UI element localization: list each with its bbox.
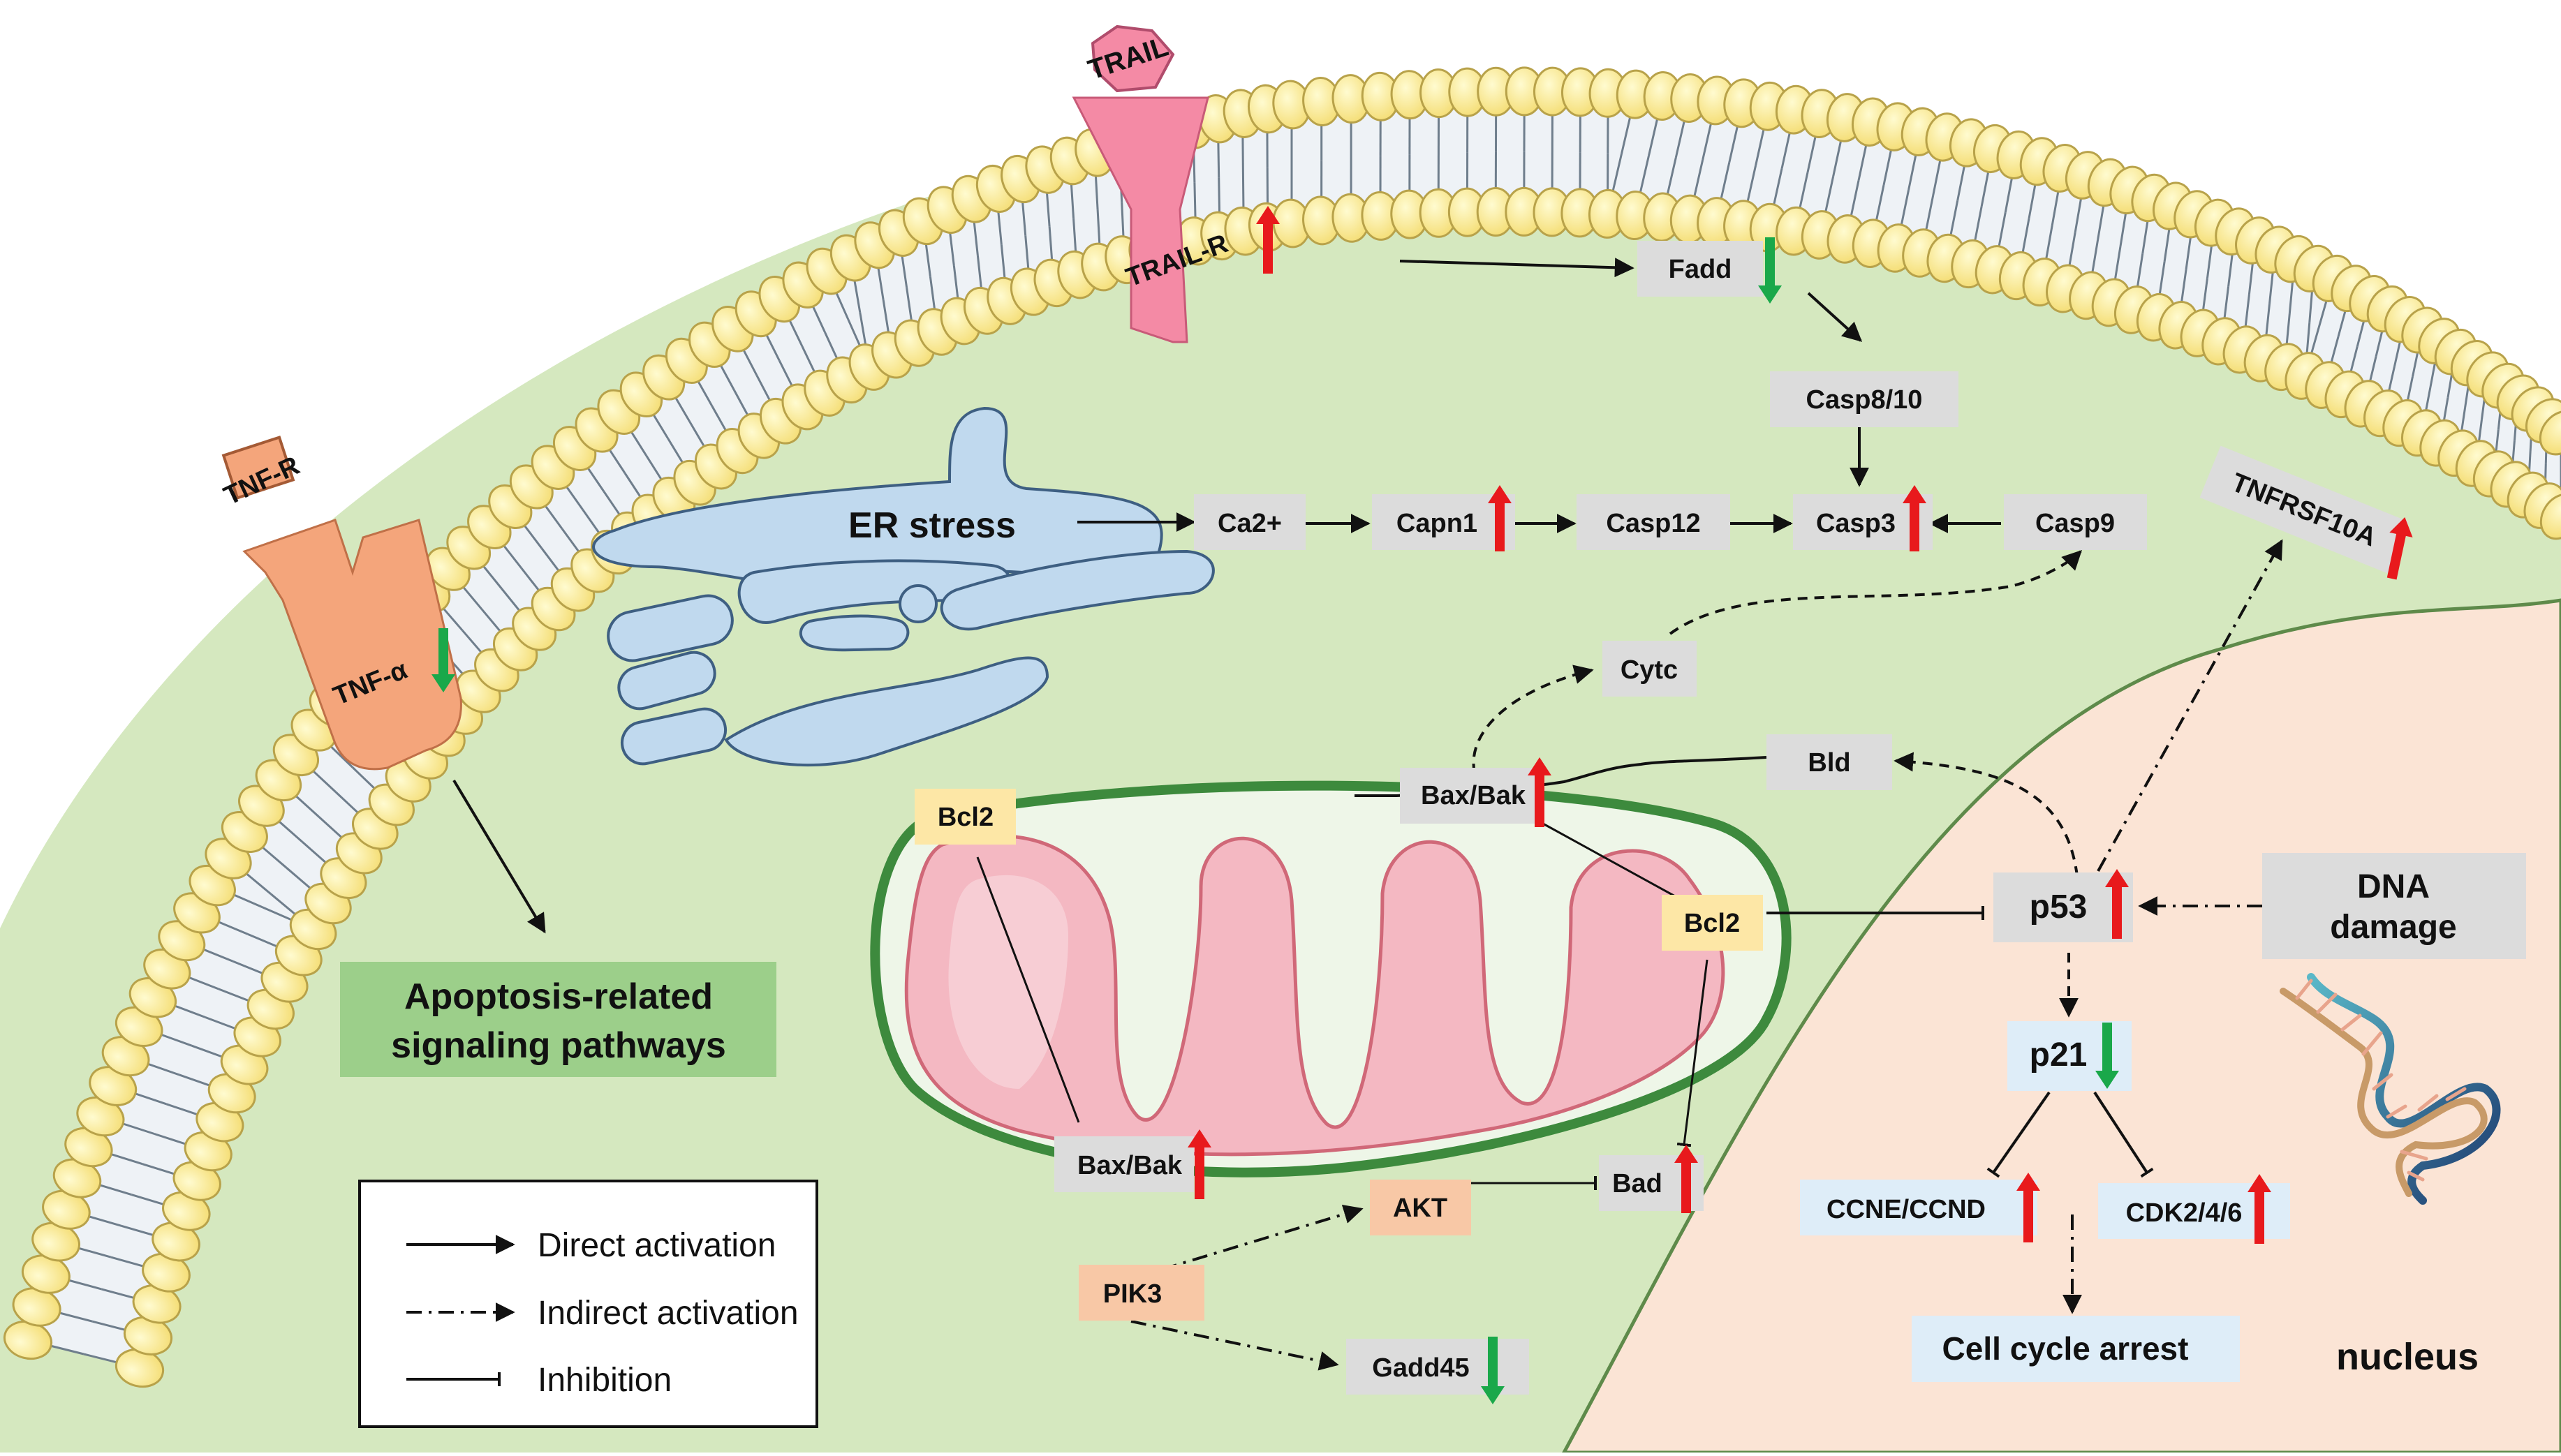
- node-bcl2-left-label: Bcl2: [938, 803, 994, 832]
- node-akt-label: AKT: [1393, 1194, 1447, 1223]
- apoptosis-label-line2: signaling pathways: [391, 1025, 726, 1066]
- er-stress-label: ER stress: [848, 505, 1016, 546]
- node-casp8-10-label: Casp8/10: [1806, 385, 1923, 415]
- node-bad-label: Bad: [1612, 1169, 1662, 1198]
- node-akt: AKT: [1370, 1180, 1471, 1235]
- node-cytc-label: Cytc: [1621, 655, 1678, 685]
- node-p21-label: p21: [2030, 1037, 2088, 1074]
- node-casp12-label: Casp12: [1606, 509, 1700, 538]
- node-bax-bak-bottom: Bax/Bak: [1054, 1136, 1194, 1192]
- node-casp9: Casp9: [2004, 494, 2147, 550]
- node-bax-bak-top: Bax/Bak: [1400, 768, 1536, 824]
- legend-direct-label: Direct activation: [538, 1227, 776, 1264]
- legend: Direct activation Indirect activation In…: [360, 1181, 817, 1427]
- node-casp9-label: Casp9: [2035, 509, 2115, 538]
- node-ca2-label: Ca2+: [1218, 509, 1282, 538]
- node-cdk-label: CDK2/4/6: [2126, 1198, 2243, 1228]
- node-fadd-label: Fadd: [1669, 255, 1732, 284]
- node-bcl2-right-label: Bcl2: [1684, 909, 1740, 938]
- node-bcl2-left: Bcl2: [915, 789, 1016, 845]
- node-ccne-ccnd: CCNE/CCND: [1800, 1180, 2037, 1235]
- node-casp8-10: Casp8/10: [1770, 371, 1958, 427]
- node-pik3: PIK3: [1079, 1265, 1204, 1321]
- legend-indirect-label: Indirect activation: [538, 1295, 799, 1332]
- dna-damage-label-line2: damage: [2330, 909, 2456, 946]
- node-ccne-ccnd-label: CCNE/CCND: [1826, 1195, 1986, 1224]
- legend-inhibition-label: Inhibition: [538, 1362, 672, 1399]
- node-casp12: Casp12: [1577, 494, 1730, 550]
- node-gadd45-label: Gadd45: [1372, 1353, 1469, 1383]
- apoptosis-label-line1: Apoptosis-related: [404, 976, 713, 1017]
- dna-damage-label-line1: DNA: [2357, 868, 2430, 905]
- node-bid-label: Bld: [1808, 748, 1850, 778]
- node-casp3-label: Casp3: [1816, 509, 1896, 538]
- node-dna-damage: DNA damage: [2262, 853, 2526, 959]
- node-bax-bak-bottom-label: Bax/Bak: [1077, 1151, 1183, 1180]
- node-cell-cycle-arrest: Cell cycle arrest: [1912, 1316, 2240, 1382]
- nucleus-label: nucleus: [2336, 1336, 2479, 1378]
- node-p21: p21: [2007, 1021, 2132, 1091]
- apoptosis-box: Apoptosis-related signaling pathways: [340, 962, 776, 1077]
- node-capn1-label: Capn1: [1396, 509, 1477, 538]
- node-pik3-label: PIK3: [1103, 1279, 1162, 1309]
- node-cytc: Cytc: [1602, 641, 1697, 697]
- node-p53-label: p53: [2030, 889, 2088, 926]
- node-fadd: Fadd: [1637, 241, 1763, 297]
- node-bid: Bld: [1766, 734, 1892, 790]
- node-ca2: Ca2+: [1194, 494, 1306, 550]
- node-bax-bak-top-label: Bax/Bak: [1421, 781, 1526, 810]
- node-bcl2-right: Bcl2: [1662, 895, 1763, 951]
- node-cell-cycle-arrest-label: Cell cycle arrest: [1942, 1330, 2189, 1367]
